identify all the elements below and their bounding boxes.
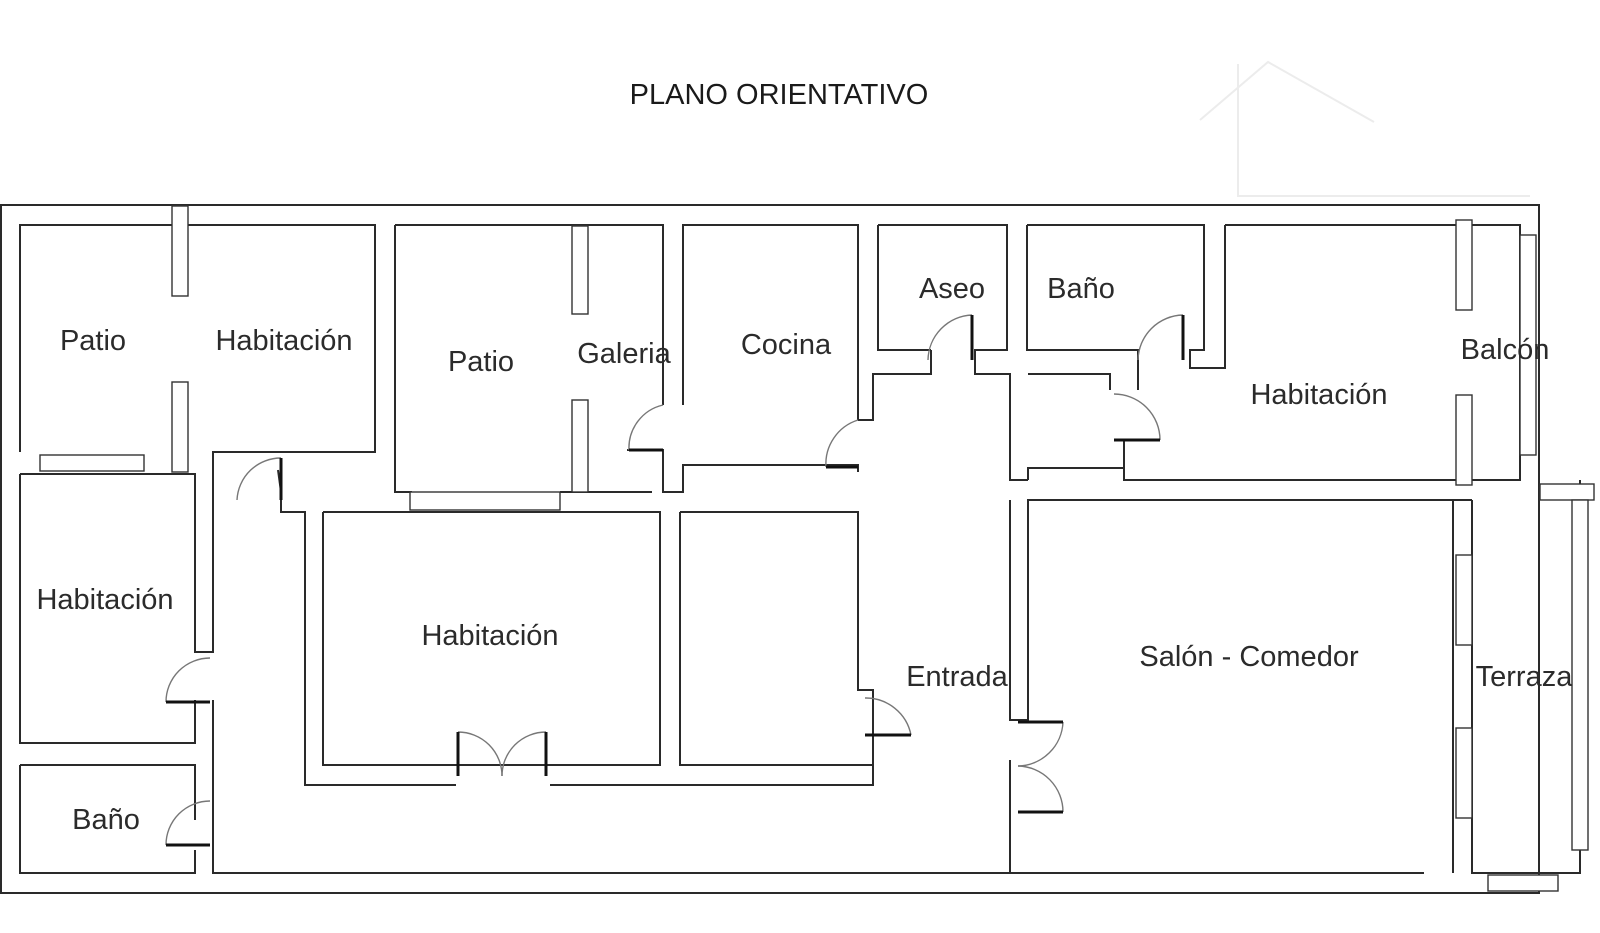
windows: [39, 205, 1595, 892]
room-labels: Patio Habitación Patio Galeria Cocina As…: [36, 273, 1573, 836]
room-label-terraza: Terraza: [1476, 661, 1574, 693]
room-label-cocina: Cocina: [741, 329, 832, 361]
exterior-walls: [0, 204, 1540, 894]
room-label-salon-comedor: Salón - Comedor: [1139, 641, 1359, 673]
room-label-habitacion-top-right: Habitación: [1250, 379, 1387, 411]
plan-title: PLANO ORIENTATIVO: [630, 79, 929, 111]
room-label-aseo: Aseo: [919, 273, 985, 305]
room-label-patio-center: Patio: [448, 346, 514, 378]
room-label-bano-bottom: Baño: [72, 804, 140, 836]
doors: [165, 314, 1185, 847]
room-label-habitacion-center: Habitación: [421, 620, 558, 652]
room-label-bano-top: Baño: [1047, 273, 1115, 305]
room-label-habitacion-left: Habitación: [36, 584, 173, 616]
interior-walls: [19, 224, 1581, 874]
room-label-entrada: Entrada: [906, 661, 1008, 693]
room-label-patio-left: Patio: [60, 325, 126, 357]
room-label-galeria: Galeria: [577, 338, 671, 370]
room-label-habitacion-top-left: Habitación: [215, 325, 352, 357]
room-label-balcon: Balcón: [1461, 334, 1550, 366]
house-outline-icon: [1199, 60, 1530, 197]
